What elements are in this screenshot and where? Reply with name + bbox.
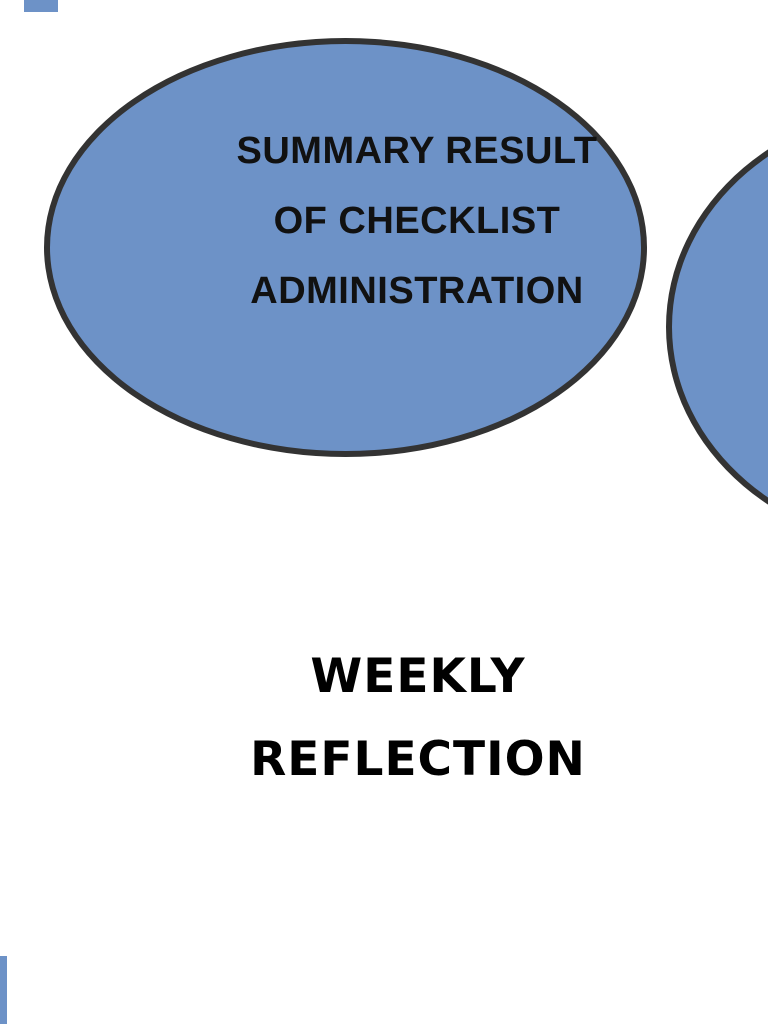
weekly-reflection-caption: WEEKLY REFLECTION — [134, 635, 702, 801]
summary-bubble-text: SUMMARY RESULT OF CHECKLIST ADMINISTRATI… — [187, 116, 647, 326]
page-edge-shape-fragment-top-left — [24, 0, 58, 12]
caption-line-2: REFLECTION — [250, 732, 586, 787]
page-edge-shape-fragment-bottom-left — [0, 956, 7, 1024]
summary-bubble-line-3: ADMINISTRATION — [250, 270, 584, 312]
summary-bubble-line-2: OF CHECKLIST — [273, 200, 561, 242]
summary-bubble-ellipse: SUMMARY RESULT OF CHECKLIST ADMINISTRATI… — [44, 38, 647, 457]
summary-bubble-line-1: SUMMARY RESULT — [236, 130, 598, 172]
partial-bubble-ellipse — [666, 102, 768, 552]
caption-line-1: WEEKLY — [310, 649, 526, 704]
